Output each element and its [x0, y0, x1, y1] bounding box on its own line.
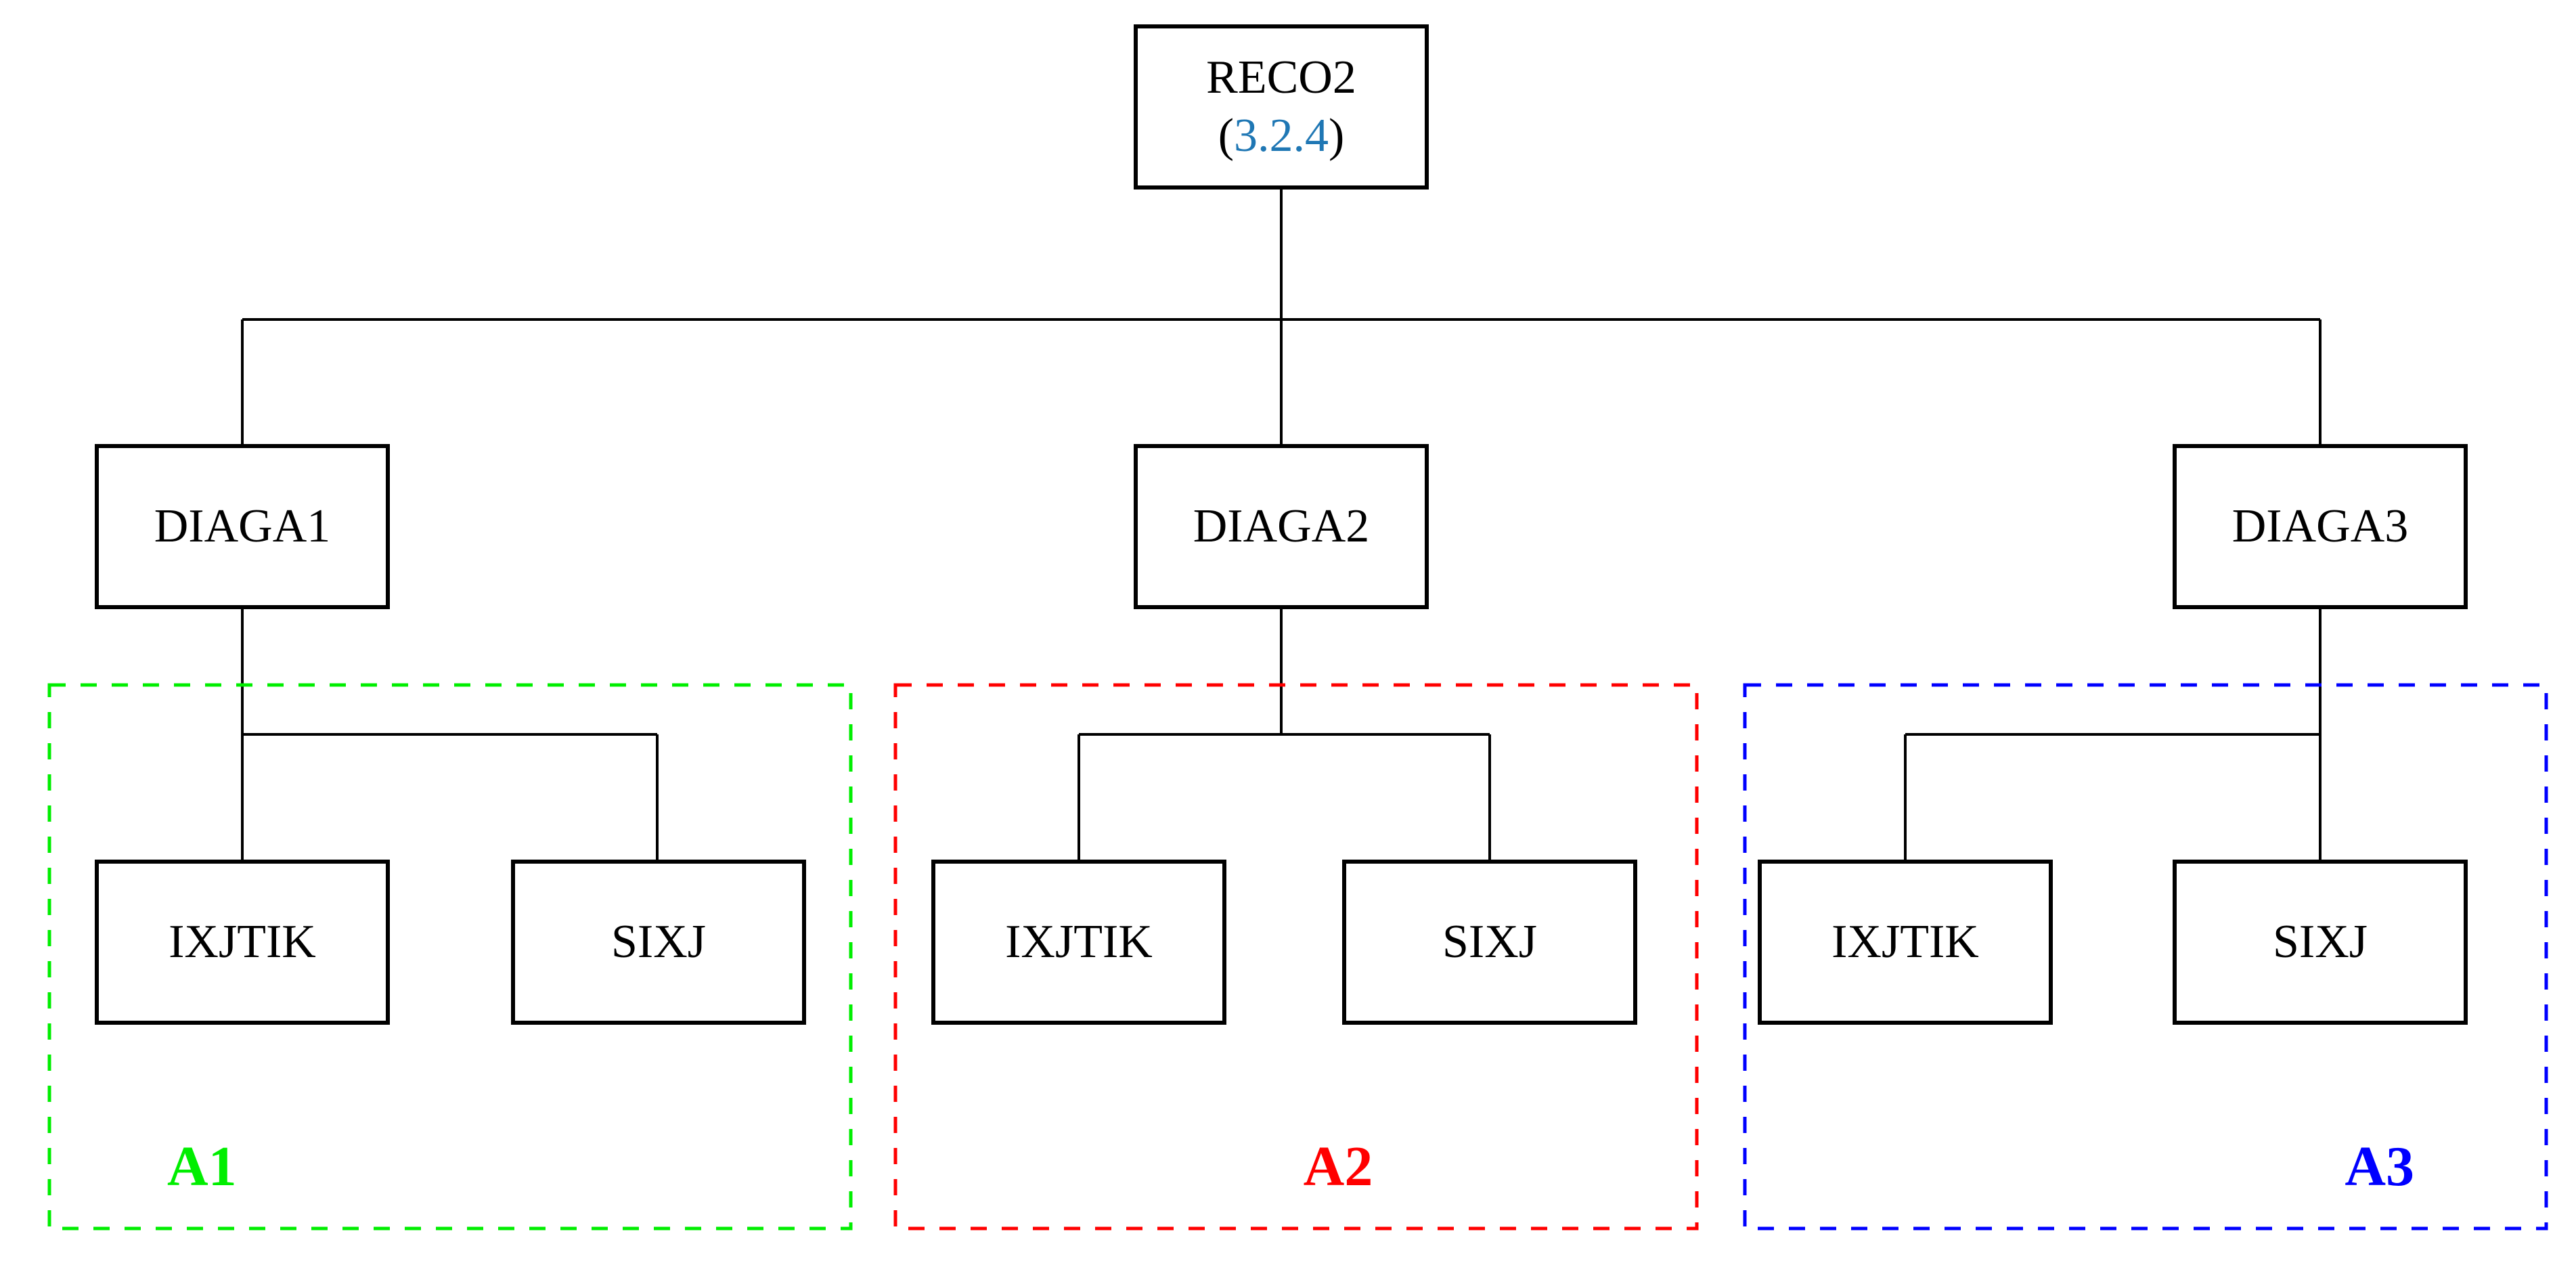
node-a2-sixj-label: SIXJ	[1442, 916, 1538, 968]
node-a3-ixjtik: IXJTIK	[1758, 860, 2053, 1025]
version-paren-close: )	[1329, 110, 1345, 162]
node-diaga3: DIAGA3	[2173, 444, 2468, 609]
edge-group	[241, 190, 2322, 861]
node-a1-sixj-label: SIXJ	[610, 916, 707, 968]
node-a2-ixjtik: IXJTIK	[931, 860, 1226, 1025]
version-paren-open: (	[1218, 110, 1234, 162]
node-diaga2: DIAGA2	[1134, 444, 1429, 609]
node-reco2-version-line: (3.2.4)	[1218, 107, 1345, 165]
node-a2-ixjtik-label: IXJTIK	[1005, 916, 1153, 968]
cluster-a2-label: A2	[1303, 1135, 1373, 1198]
node-a3-sixj: SIXJ	[2173, 860, 2468, 1025]
node-diaga2-label: DIAGA2	[1193, 500, 1370, 552]
node-reco2-label: RECO2	[1206, 51, 1356, 104]
node-a2-sixj: SIXJ	[1342, 860, 1637, 1025]
node-a1-ixjtik-label: IXJTIK	[169, 916, 316, 968]
cluster-a1-border	[47, 683, 853, 1231]
cluster-a1-label: A1	[167, 1135, 237, 1198]
node-a3-sixj-label: SIXJ	[2272, 916, 2368, 968]
node-diaga1-label: DIAGA1	[154, 500, 331, 552]
node-a3-ixjtik-label: IXJTIK	[1831, 916, 1979, 968]
node-reco2: RECO2 (3.2.4)	[1134, 24, 1429, 190]
node-diaga3-label: DIAGA3	[2231, 500, 2409, 552]
cluster-a2-border	[893, 683, 1699, 1231]
node-a1-ixjtik: IXJTIK	[95, 860, 390, 1025]
cluster-a3-label: A3	[2345, 1135, 2414, 1198]
node-diaga1: DIAGA1	[95, 444, 390, 609]
node-a1-sixj: SIXJ	[511, 860, 806, 1025]
cluster-a3-border	[1743, 683, 2548, 1231]
version-link[interactable]: 3.2.4	[1234, 110, 1329, 162]
